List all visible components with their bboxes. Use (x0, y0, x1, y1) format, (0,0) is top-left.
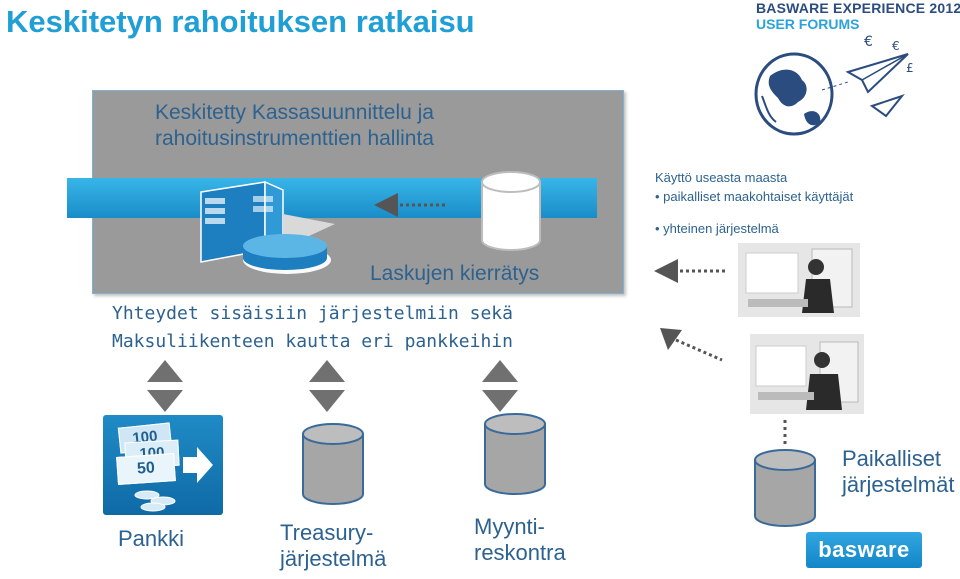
local-systems-label-line-1: Paikalliset (842, 446, 942, 471)
receivables-label: Myynti- reskontra (474, 514, 566, 566)
usage-heading: Käyttö useasta maasta (655, 170, 788, 185)
usage-bullet-2: • yhteinen järjestelmä (655, 221, 779, 236)
treasury-label-line-1: Treasury- (280, 520, 374, 545)
invoice-flow-label: Laskujen kierrätys (370, 262, 540, 285)
local-systems-label: Paikalliset järjestelmät (842, 446, 954, 498)
connections-text: Yhteydet sisäisiin järjestelmiin sekä Ma… (112, 300, 513, 356)
basware-logo: basware (806, 532, 922, 568)
updown-arrow-icon (482, 360, 518, 412)
server-icon (200, 180, 335, 274)
dotted-arrow-left-icon (374, 193, 446, 217)
banknote: 50 (116, 453, 176, 485)
slide-title: Keskitetyn rahoituksen ratkaisu (6, 4, 475, 39)
svg-text:£: £ (906, 61, 914, 75)
database-icon (481, 171, 541, 251)
panel-title: Keskitetty Kassasuunnittelu ja rahoitusi… (155, 101, 434, 150)
connections-line-1: Yhteydet sisäisiin järjestelmiin sekä (112, 303, 513, 324)
user-workstation-icon (750, 334, 864, 414)
dotted-arrow-left-icon (654, 259, 726, 283)
receivables-label-line-2: reskontra (474, 540, 566, 565)
svg-text:€: € (892, 39, 900, 53)
brand-line-2: USER FORUMS (756, 16, 860, 32)
receivables-label-line-1: Myynti- (474, 514, 545, 539)
coins-icon (134, 490, 176, 512)
usage-text: Käyttö useasta maasta • paikalliset maak… (655, 168, 853, 206)
globe-paperplane-icon: € € £ (754, 34, 914, 136)
local-systems-label-line-2: järjestelmät (842, 472, 955, 497)
treasury-database-icon (302, 423, 364, 505)
connections-line-2: Maksuliikenteen kautta eri pankkeihin (112, 331, 513, 352)
bank-label: Pankki (118, 526, 185, 551)
usage-bullet-1: • paikalliset maakohtaiset käyttäjät (655, 189, 854, 204)
dotted-arrow-upleft-icon (660, 328, 723, 362)
user-workstation-icon (738, 243, 860, 317)
treasury-label-line-2: järjestelmä (280, 546, 387, 571)
local-database-icon (754, 420, 816, 527)
brand-line-1: BASWARE EXPERIENCE 2012 (756, 0, 960, 16)
receivables-database-icon (484, 413, 546, 495)
bank-icon: 100 100 50 (103, 415, 223, 515)
arrow-right-icon (183, 447, 213, 483)
updown-arrow-icon (309, 360, 345, 412)
treasury-label: Treasury- järjestelmä (280, 520, 386, 572)
svg-text:€: € (864, 34, 873, 50)
updown-arrow-icon (147, 360, 183, 412)
